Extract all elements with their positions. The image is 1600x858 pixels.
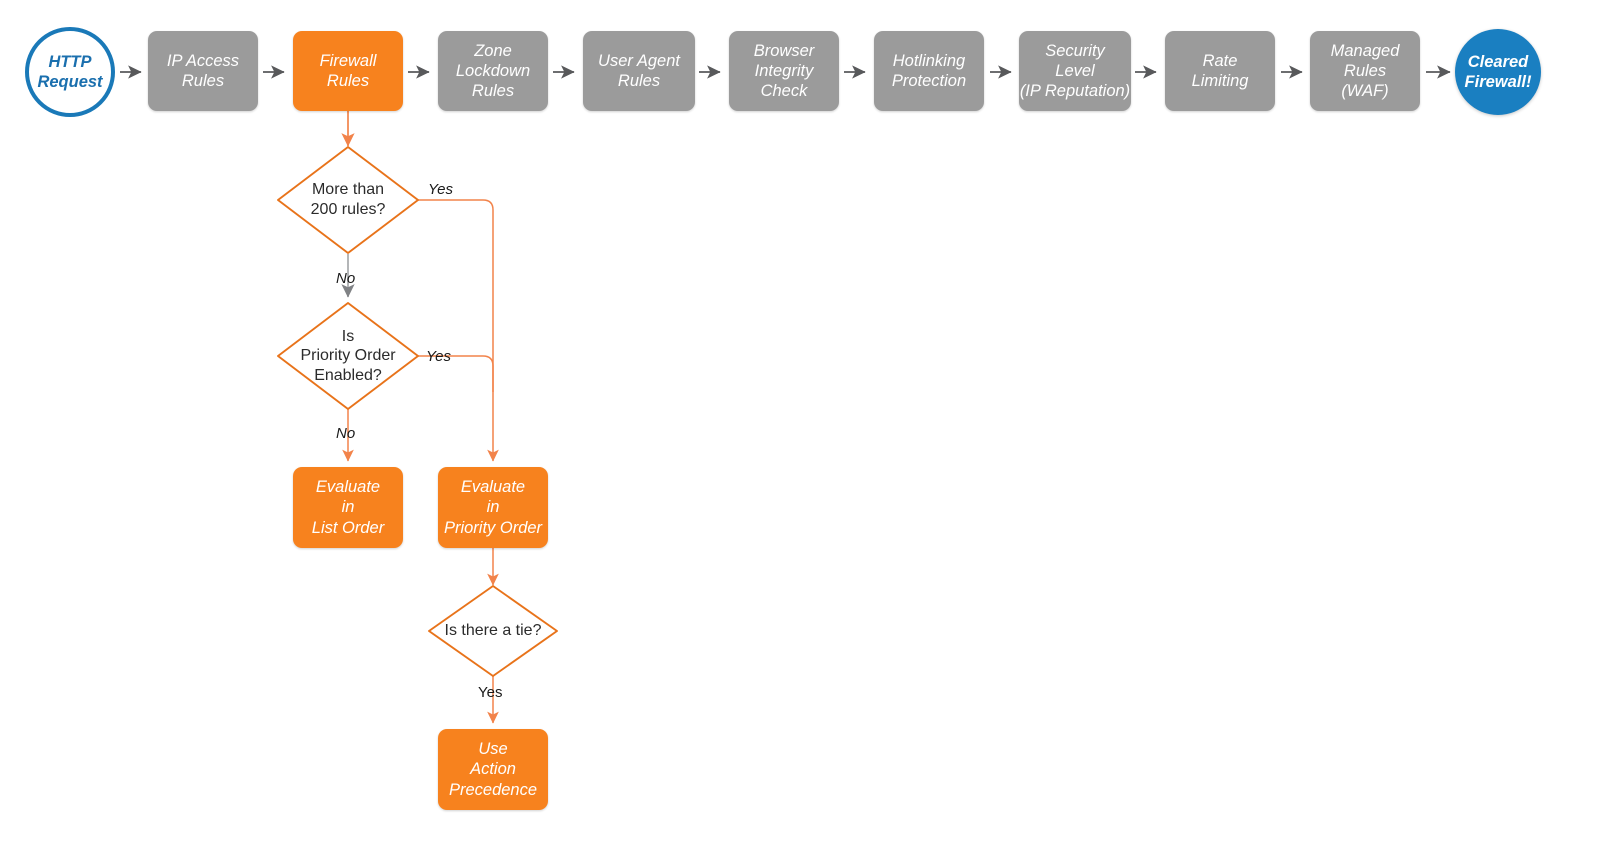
outcome-label-line: List Order <box>311 518 385 537</box>
stage-rate-limiting[interactable]: Rate Limiting <box>1165 31 1275 111</box>
stage-label-line: (WAF) <box>1341 82 1389 101</box>
decision-label-line: Is there a tie? <box>444 622 542 640</box>
stage-label-line: Managed <box>1330 41 1400 60</box>
stage-managed-rules-waf[interactable]: Managed Rules (WAF) <box>1310 31 1420 111</box>
end-label-line1: Cleared <box>1467 52 1529 71</box>
stage-browser-integrity-check[interactable]: Browser Integrity Check <box>729 31 839 111</box>
stage-firewall-rules[interactable]: Firewall Rules <box>293 31 403 111</box>
decision-label-line: Priority Order <box>300 347 396 365</box>
stage-user-agent-rules[interactable]: User Agent Rules <box>583 31 695 111</box>
outcome-label-line: Precedence <box>448 780 538 799</box>
decision-label-line: More than <box>311 181 385 199</box>
stage-label-line: Firewall <box>319 51 377 70</box>
decision-more-than-200-rules[interactable]: More than 200 rules? <box>278 147 418 253</box>
stage-label-line: Limiting <box>1191 72 1249 90</box>
stage-label-line: Rules <box>617 72 661 90</box>
stage-label-line: (IP Reputation) <box>1019 82 1131 101</box>
start-label-line2: Request <box>37 73 103 91</box>
stage-label-line: Rules <box>471 82 515 101</box>
outcome-label-line: Priority Order <box>443 518 543 537</box>
outcome-label-line: in <box>486 498 500 517</box>
decision-is-there-a-tie[interactable]: Is there a tie? <box>429 586 557 676</box>
end-label-line2: Firewall! <box>1464 73 1532 91</box>
stage-label-line: Security <box>1045 41 1105 60</box>
outcome-use-action-precedence[interactable]: Use Action Precedence <box>438 729 548 810</box>
stage-label-line: Rate <box>1202 51 1238 70</box>
outcome-evaluate-priority-order[interactable]: Evaluate in Priority Order <box>438 467 548 548</box>
stage-hotlinking-protection[interactable]: Hotlinking Protection <box>874 31 984 111</box>
stage-label-line: Rules <box>1343 61 1387 80</box>
stage-label-line: Browser <box>753 41 815 60</box>
decision-label-line: Enabled? <box>314 366 382 384</box>
decision-label-line: 200 rules? <box>310 201 386 218</box>
outcome-label-line: Use <box>478 740 508 759</box>
edge-label-yes-tie: Yes <box>478 684 503 701</box>
outcome-label-line: Evaluate <box>315 478 381 497</box>
outcome-label-line: Evaluate <box>460 478 526 497</box>
stage-label-line: User Agent <box>598 51 680 70</box>
stage-label-line: Protection <box>891 72 967 90</box>
stage-label-line: Hotlinking <box>892 51 966 70</box>
start-label-line1: HTTP <box>48 52 92 71</box>
stage-label-line: Rules <box>181 72 225 90</box>
stage-security-level[interactable]: Security Level (IP Reputation) <box>1019 31 1131 111</box>
start-node-http-request[interactable]: HTTP Request <box>25 27 115 117</box>
stage-label-line: Lockdown <box>455 61 531 80</box>
edge-label-no-priority-order: No <box>336 425 356 442</box>
outcome-label-line: in <box>341 498 355 517</box>
stage-label-line: Level <box>1055 61 1095 80</box>
outcome-label-line: Action <box>470 760 516 779</box>
stage-label-line: Check <box>760 82 808 101</box>
end-node-cleared-firewall[interactable]: Cleared Firewall! <box>1455 29 1541 115</box>
stage-ip-access-rules[interactable]: IP Access Rules <box>148 31 258 111</box>
edge-label-yes-200-rules: Yes <box>428 181 454 198</box>
stage-label-line: Rules <box>326 72 370 90</box>
stage-label-line: IP Access <box>166 51 240 70</box>
stage-zone-lockdown-rules[interactable]: Zone Lockdown Rules <box>438 31 548 111</box>
stage-label-line: Zone <box>474 41 512 60</box>
edge-label-yes-priority-order: Yes <box>426 348 452 365</box>
decision-label-line: Is <box>341 327 355 345</box>
stage-label-line: Integrity <box>754 61 814 80</box>
outcome-evaluate-list-order[interactable]: Evaluate in List Order <box>293 467 403 548</box>
decision-is-priority-order-enabled[interactable]: Is Priority Order Enabled? <box>278 303 418 409</box>
edge-label-no-200-rules: No <box>336 270 356 287</box>
